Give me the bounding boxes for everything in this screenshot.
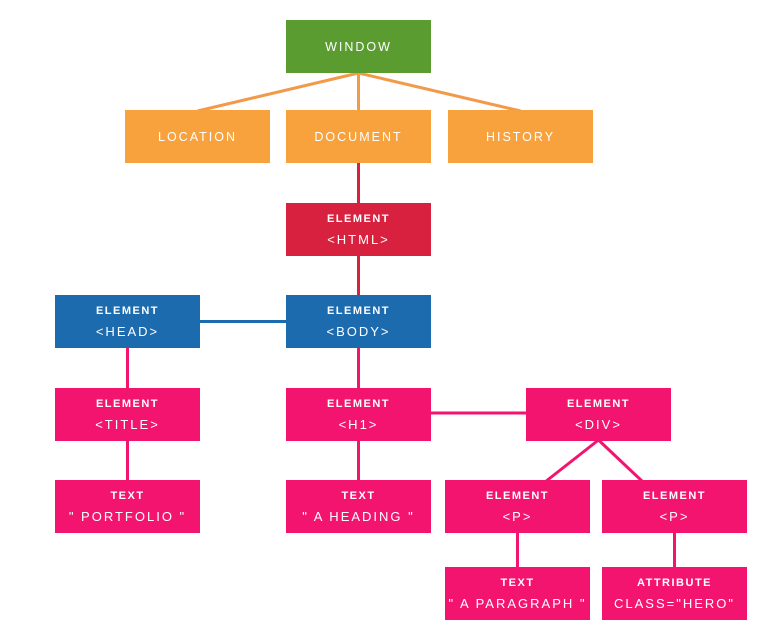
node-type-label: ELEMENT (95, 304, 160, 317)
node-type-label: ELEMENT (326, 212, 391, 225)
node-window: WINDOW (286, 20, 431, 73)
node-type-label: ELEMENT (566, 397, 631, 410)
node-type-label: ELEMENT (326, 304, 391, 317)
node-document: DOCUMENT (286, 110, 431, 163)
node-value-label: <P> (502, 508, 533, 524)
node-element-title: ELEMENT <TITLE> (55, 388, 200, 441)
node-value-label: <HEAD> (95, 323, 160, 339)
node-location-label: LOCATION (158, 129, 237, 144)
node-value-label: CLASS="HERO" (613, 595, 735, 611)
node-type-label: TEXT (500, 576, 535, 589)
node-type-label: ATTRIBUTE (636, 576, 712, 589)
node-type-label: ELEMENT (642, 489, 707, 502)
node-type-label: ELEMENT (485, 489, 550, 502)
node-value-label: " A PARAGRAPH " (448, 595, 587, 611)
node-text-a-paragraph: TEXT " A PARAGRAPH " (445, 567, 590, 620)
edge-window-location (197, 71, 359, 113)
node-history-label: HISTORY (485, 129, 556, 144)
node-type-label: ELEMENT (95, 397, 160, 410)
edge-window-history (358, 71, 521, 113)
node-window-label: WINDOW (325, 39, 392, 54)
edge-div-p-left (544, 438, 600, 484)
node-value-label: " A HEADING " (302, 508, 415, 524)
node-element-p-left: ELEMENT <P> (445, 480, 590, 533)
node-attribute-class-hero: ATTRIBUTE CLASS="HERO" (602, 567, 747, 620)
node-type-label: TEXT (110, 489, 145, 502)
node-location: LOCATION (125, 110, 270, 163)
node-value-label: " PORTFOLIO " (68, 508, 187, 524)
node-element-div: ELEMENT <DIV> (526, 388, 671, 441)
node-element-body: ELEMENT <BODY> (286, 295, 431, 348)
node-element-h1: ELEMENT <H1> (286, 388, 431, 441)
node-value-label: <TITLE> (95, 416, 160, 432)
edge-div-p-right (597, 438, 645, 484)
node-value-label: <H1> (338, 416, 379, 432)
node-history: HISTORY (448, 110, 593, 163)
node-text-a-heading: TEXT " A HEADING " (286, 480, 431, 533)
node-text-portfolio: TEXT " PORTFOLIO " (55, 480, 200, 533)
node-type-label: TEXT (341, 489, 376, 502)
node-value-label: <DIV> (575, 416, 622, 432)
node-value-label: <HTML> (327, 231, 390, 247)
node-value-label: <P> (659, 508, 690, 524)
node-element-html: ELEMENT <HTML> (286, 203, 431, 256)
node-element-head: ELEMENT <HEAD> (55, 295, 200, 348)
node-value-label: <BODY> (326, 323, 391, 339)
node-type-label: ELEMENT (326, 397, 391, 410)
node-document-label: DOCUMENT (314, 129, 403, 144)
node-element-p-right: ELEMENT <P> (602, 480, 747, 533)
